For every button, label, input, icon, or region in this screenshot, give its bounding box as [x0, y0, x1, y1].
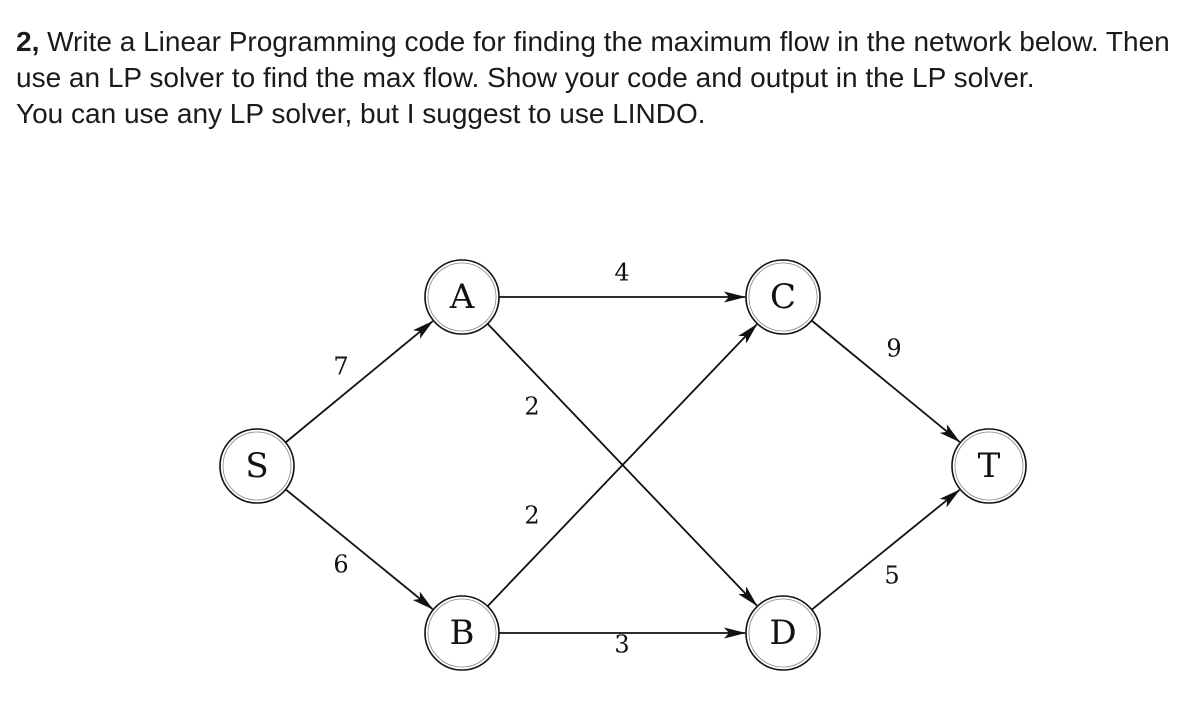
node-label-t: T — [978, 446, 1001, 486]
node-label-s: S — [245, 446, 268, 486]
edge-layer: 7 6 4 2 2 3 9 5 — [284, 259, 961, 659]
question-prompt: 2, Write a Linear Programming code for f… — [16, 24, 1186, 96]
node-inner-ring-d — [748, 598, 818, 668]
edge-c-t — [811, 319, 961, 443]
edge-b-c — [486, 323, 758, 607]
node-circle-d — [745, 595, 821, 671]
node-inner-ring-t — [954, 431, 1024, 501]
node-layer: S A B C D T — [219, 259, 1027, 671]
capacity-label-a-d: 2 — [524, 393, 539, 421]
question-note: You can use any LP solver, but I suggest… — [16, 98, 706, 129]
capacity-label-a-c: 4 — [614, 259, 629, 287]
node-label-c: C — [770, 277, 796, 317]
node-label-a: A — [449, 277, 475, 317]
node-inner-ring-s — [222, 431, 292, 501]
capacity-label-c-t: 9 — [886, 335, 901, 363]
node-b: B — [424, 595, 500, 671]
edge-d-t — [811, 489, 961, 611]
node-s: S — [219, 428, 295, 504]
node-inner-ring-a — [427, 262, 497, 332]
question-body: Write a Linear Programming code for find… — [16, 26, 1170, 93]
question-number: 2, — [16, 26, 40, 57]
node-circle-t — [951, 428, 1027, 504]
node-circle-a — [424, 259, 500, 335]
node-inner-ring-b — [427, 598, 497, 668]
node-circle-c — [745, 259, 821, 335]
node-inner-ring-c — [748, 262, 818, 332]
edge-s-b — [285, 488, 434, 610]
node-d: D — [745, 595, 821, 671]
question-text: 2, Write a Linear Programming code for f… — [16, 24, 1186, 132]
node-label-d: D — [769, 613, 796, 653]
capacity-label-b-d: 3 — [614, 631, 629, 659]
node-c: C — [745, 259, 821, 335]
capacity-label-b-c: 2 — [524, 502, 539, 530]
node-circle-s — [219, 428, 295, 504]
capacity-label-s-a: 7 — [333, 353, 348, 381]
node-label-b: B — [450, 613, 475, 653]
capacity-label-d-t: 5 — [884, 562, 899, 590]
node-t: T — [951, 428, 1027, 504]
edge-s-a — [284, 320, 434, 444]
node-circle-b — [424, 595, 500, 671]
node-a: A — [424, 259, 500, 335]
capacity-label-s-b: 6 — [333, 551, 348, 579]
